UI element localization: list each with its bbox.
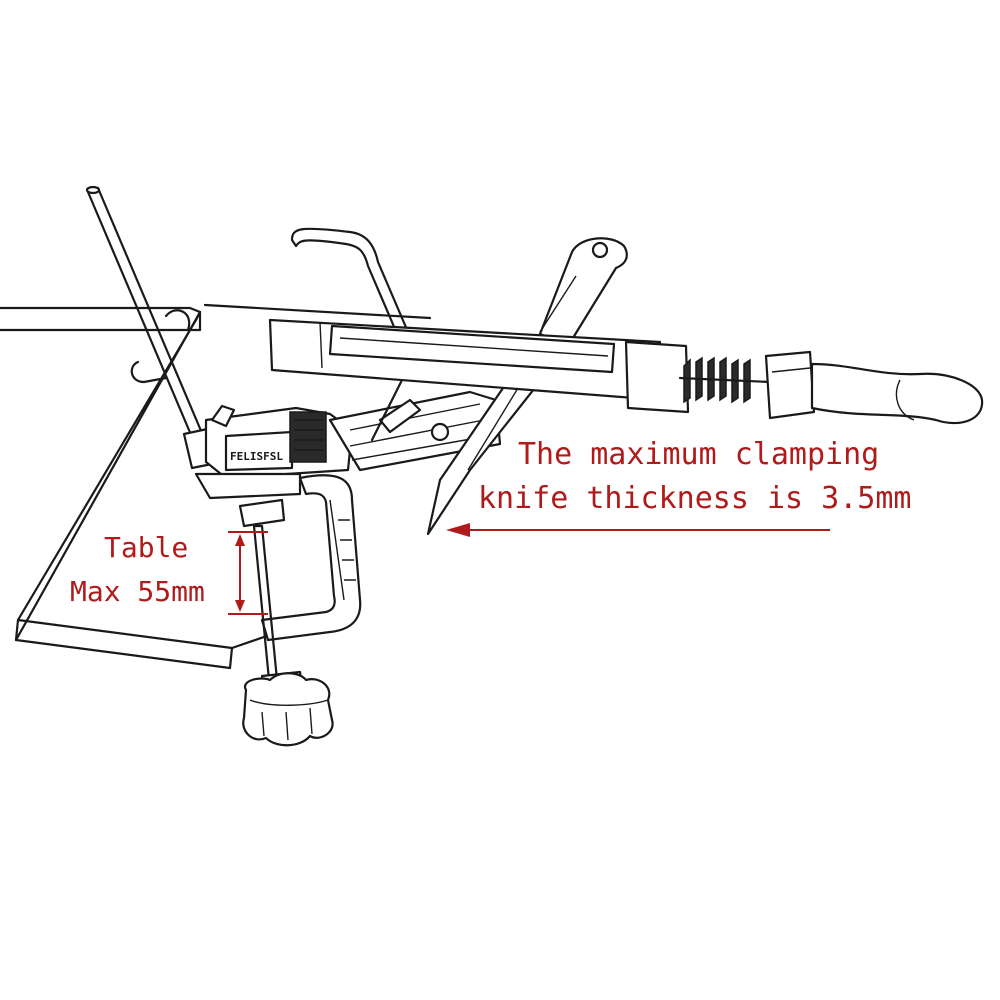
- clamp-base: FELISFSL: [194, 404, 354, 500]
- brand-plate-text: FELISFSL: [230, 450, 283, 463]
- rail-handle: [764, 350, 984, 425]
- angle-arm: [328, 390, 502, 472]
- table-dimension-marker: [228, 531, 268, 615]
- clamping-annotation-line-1: The maximum clamping: [518, 437, 880, 472]
- clamping-annotation-line-2: knife thickness is 3.5mm: [478, 481, 912, 516]
- clamp-knob: [242, 672, 334, 747]
- spring: [678, 356, 772, 404]
- table-annotation-line-1: Table: [104, 531, 189, 564]
- guide-rod: [85, 185, 224, 470]
- table-annotation-line-2: Max 55mm: [70, 575, 205, 608]
- clamping-arrow: [446, 523, 830, 537]
- table-slab: [0, 303, 432, 670]
- slide-rail: [268, 318, 690, 414]
- clamp-screw: [242, 524, 334, 747]
